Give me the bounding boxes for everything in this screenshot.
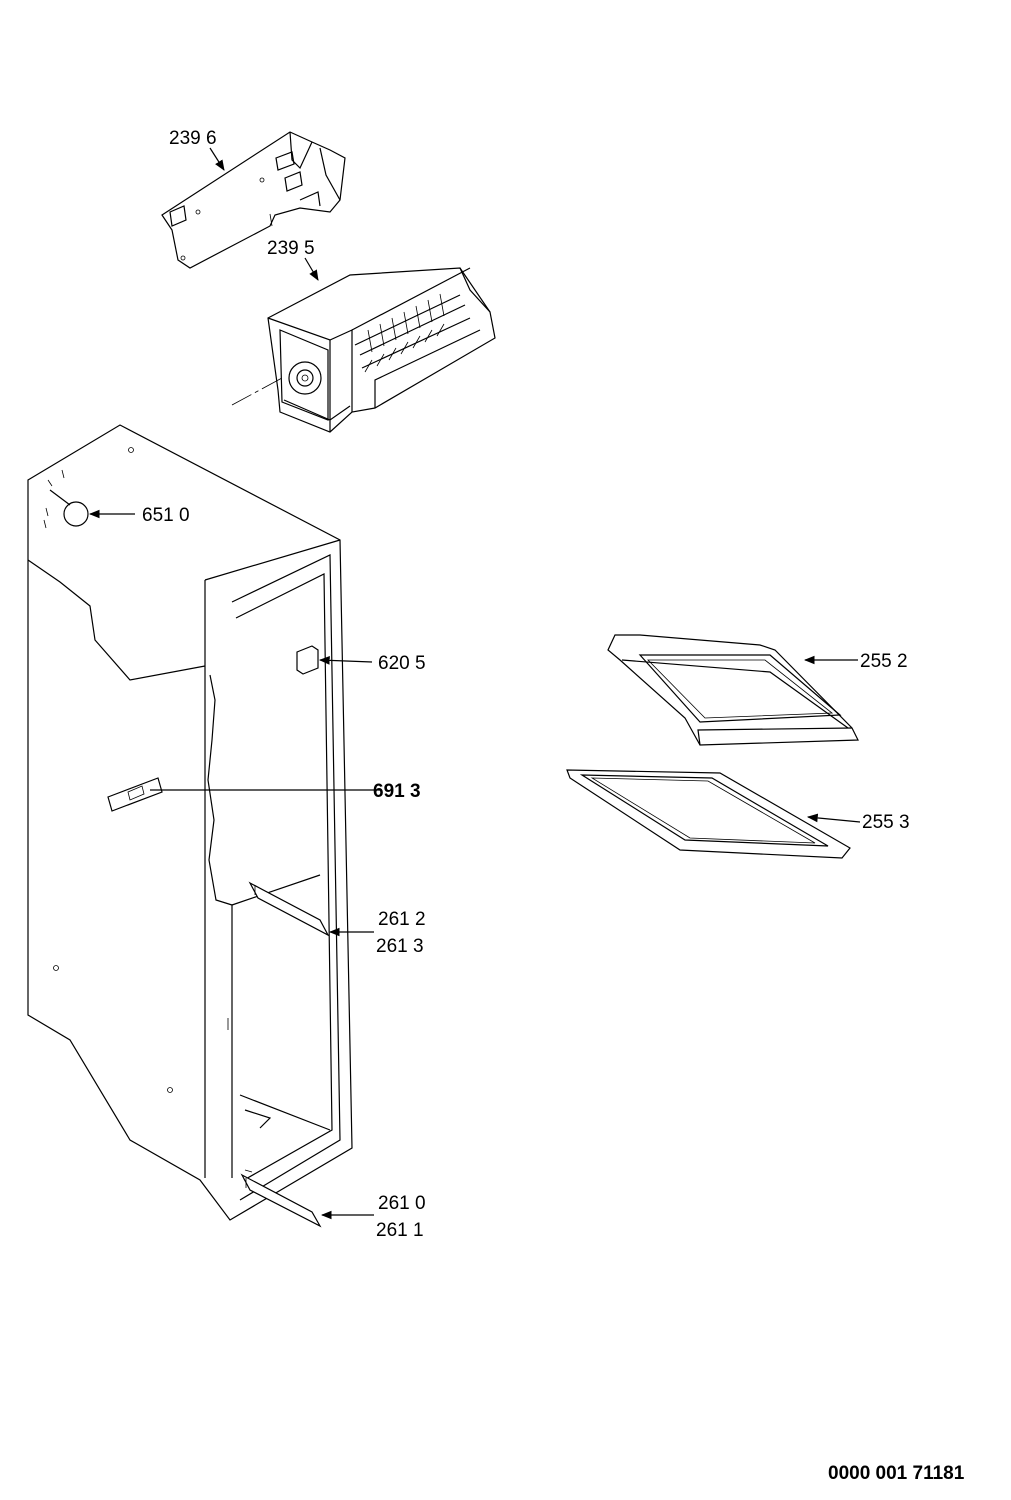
cabinet-liner-drawing [27, 424, 353, 1228]
callout-255-3: 255 3 [862, 812, 910, 833]
bracket-part-drawing [161, 131, 346, 269]
callout-261-1: 261 1 [376, 1220, 424, 1241]
callout-651-0: 651 0 [142, 505, 190, 526]
callout-255-2: 255 2 [860, 651, 908, 672]
leader-lines [88, 147, 861, 1220]
callout-691-3: 691 3 [373, 781, 421, 802]
callout-620-5: 620 5 [378, 653, 426, 674]
ice-maker-part-drawing [231, 267, 496, 433]
callout-239-5: 239 5 [267, 238, 315, 259]
callout-261-2: 261 2 [378, 909, 426, 930]
shelf-upper-drawing [607, 634, 859, 746]
shelf-lower-drawing [566, 769, 851, 859]
callout-labels: 239 6 239 5 651 0 620 5 691 3 261 2 261 … [142, 128, 965, 1484]
callout-261-3: 261 3 [376, 936, 424, 957]
callout-261-0: 261 0 [378, 1193, 426, 1214]
callout-239-6: 239 6 [169, 128, 217, 149]
drawing-number: 0000 001 71181 [828, 1463, 965, 1484]
